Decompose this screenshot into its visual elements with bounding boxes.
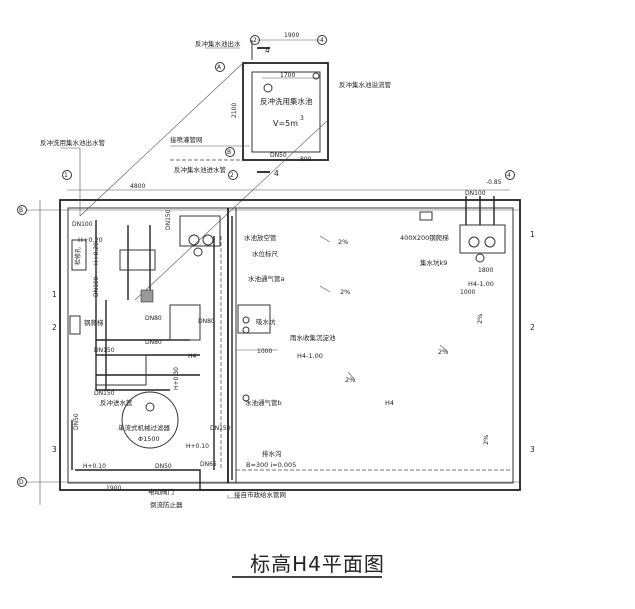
svg-text:水位标尺: 水位标尺 bbox=[252, 249, 279, 258]
svg-text:电动阀门: 电动阀门 bbox=[148, 487, 174, 496]
ladder-box bbox=[69, 315, 81, 335]
svg-text:400X200钢爬梯: 400X200钢爬梯 bbox=[400, 233, 449, 242]
svg-text:H+0.10: H+0.10 bbox=[186, 443, 209, 450]
backwash-pool-inset: 2 4 1900 1700 2100 反冲集水池出水 反冲集水池溢流管 反冲洗用… bbox=[170, 32, 392, 178]
svg-text:反冲进水管: 反冲进水管 bbox=[100, 398, 133, 407]
svg-text:DN80: DN80 bbox=[198, 318, 215, 325]
svg-text:DN80: DN80 bbox=[145, 315, 162, 322]
svg-text:3: 3 bbox=[300, 115, 304, 122]
drawing-caption: 标高H4平面图 bbox=[250, 552, 385, 576]
svg-text:2: 2 bbox=[530, 323, 535, 332]
svg-text:DN150: DN150 bbox=[94, 347, 115, 354]
svg-text:DN50: DN50 bbox=[73, 413, 80, 430]
svg-text:2: 2 bbox=[52, 323, 57, 332]
svg-text:反冲洗用集水池: 反冲洗用集水池 bbox=[260, 96, 313, 106]
svg-text:B: B bbox=[227, 149, 231, 156]
svg-text:吸水坑: 吸水坑 bbox=[256, 317, 276, 326]
svg-text:1900: 1900 bbox=[106, 485, 121, 492]
svg-text:检修孔: 检修孔 bbox=[74, 247, 82, 265]
svg-text:DN100: DN100 bbox=[72, 221, 93, 228]
svg-text:4: 4 bbox=[507, 172, 511, 179]
svg-text:H4-1.00: H4-1.00 bbox=[468, 280, 494, 288]
svg-text:H4: H4 bbox=[385, 399, 394, 407]
svg-text:H+0.20: H+0.20 bbox=[93, 242, 100, 265]
axis-bubble-2b bbox=[228, 170, 238, 180]
svg-text:3: 3 bbox=[530, 445, 535, 454]
svg-text:1900: 1900 bbox=[284, 32, 299, 39]
svg-text:2%: 2% bbox=[345, 376, 355, 384]
svg-text:H+0.20: H+0.20 bbox=[78, 236, 103, 244]
svg-text:4: 4 bbox=[265, 46, 270, 55]
svg-text:雨水收集沉淀池: 雨水收集沉淀池 bbox=[290, 333, 336, 342]
svg-text:1700: 1700 bbox=[280, 72, 295, 79]
svg-text:水池通气管b: 水池通气管b bbox=[245, 398, 282, 407]
svg-text:1: 1 bbox=[64, 172, 68, 179]
svg-text:DN150: DN150 bbox=[94, 390, 115, 397]
svg-text:D: D bbox=[19, 479, 24, 486]
axis-bubble-A-top bbox=[215, 62, 225, 72]
svg-text:2: 2 bbox=[253, 37, 257, 44]
svg-text:2%: 2% bbox=[340, 288, 350, 296]
svg-text:B: B bbox=[19, 207, 23, 214]
svg-text:2%: 2% bbox=[438, 348, 448, 356]
axis-bubble-B bbox=[17, 205, 27, 215]
svg-text:反冲集水池出水: 反冲集水池出水 bbox=[195, 39, 241, 48]
svg-text:3: 3 bbox=[52, 445, 57, 454]
svg-text:DN100: DN100 bbox=[465, 190, 486, 197]
svg-text:DN150: DN150 bbox=[210, 425, 231, 432]
svg-text:水池放空管: 水池放空管 bbox=[244, 233, 277, 242]
svg-text:DN50: DN50 bbox=[270, 152, 287, 159]
svg-text:2%: 2% bbox=[482, 435, 490, 445]
svg-text:H4-1.00: H4-1.00 bbox=[297, 352, 323, 360]
axis-bubble-1 bbox=[62, 170, 72, 180]
svg-text:倒流防止器: 倒流防止器 bbox=[150, 500, 183, 509]
svg-text:反冲集水池溢流管: 反冲集水池溢流管 bbox=[339, 80, 392, 89]
svg-text:4800: 4800 bbox=[130, 183, 145, 190]
svg-text:水池通气管a: 水池通气管a bbox=[248, 274, 285, 283]
svg-text:4: 4 bbox=[320, 37, 324, 44]
svg-text:2%: 2% bbox=[476, 314, 484, 324]
svg-text:H4: H4 bbox=[188, 353, 197, 360]
axis-bubble-D bbox=[17, 477, 27, 487]
svg-text:4: 4 bbox=[274, 169, 279, 178]
caption-underline bbox=[232, 576, 382, 578]
svg-text:800: 800 bbox=[300, 156, 312, 163]
svg-text:DN65: DN65 bbox=[200, 461, 217, 468]
svg-text:B=300 i=0.005: B=300 i=0.005 bbox=[246, 461, 296, 469]
svg-text:钢爬梯: 钢爬梯 bbox=[84, 318, 104, 327]
svg-text:反冲洗用集水池出水管: 反冲洗用集水池出水管 bbox=[40, 138, 106, 147]
svg-text:DN100: DN100 bbox=[93, 276, 100, 297]
svg-text:DN150: DN150 bbox=[165, 209, 172, 230]
filter-tank bbox=[121, 391, 179, 449]
svg-text:A: A bbox=[217, 64, 222, 71]
svg-text:1000: 1000 bbox=[460, 289, 475, 296]
svg-text:单流式机械过滤器: 单流式机械过滤器 bbox=[118, 423, 171, 432]
svg-text:H+0.10: H+0.10 bbox=[83, 463, 106, 470]
svg-text:2100: 2100 bbox=[231, 103, 238, 118]
svg-text:反冲集水池进水管: 反冲集水池进水管 bbox=[174, 165, 227, 174]
svg-text:DN80: DN80 bbox=[145, 339, 162, 346]
svg-text:2: 2 bbox=[230, 172, 234, 179]
svg-text:2%: 2% bbox=[338, 238, 348, 246]
svg-text:1: 1 bbox=[52, 290, 57, 299]
axis-bubble-4 bbox=[505, 170, 515, 180]
svg-text:接喷灌管网: 接喷灌管网 bbox=[170, 135, 203, 144]
svg-text:V=5m: V=5m bbox=[273, 119, 298, 128]
svg-text:1800: 1800 bbox=[478, 267, 493, 274]
svg-text:1000: 1000 bbox=[257, 348, 272, 355]
main-plan: 1 2 4 4800 -0.85 B D 1 2 3 1 2 3 钢爬梯 检修孔 bbox=[17, 138, 535, 509]
svg-text:集水坑k9: 集水坑k9 bbox=[420, 258, 447, 267]
svg-text:-0.85: -0.85 bbox=[486, 179, 502, 186]
svg-text:H+0.30: H+0.30 bbox=[173, 367, 180, 390]
svg-text:Φ1500: Φ1500 bbox=[138, 435, 160, 443]
axis-bubble-B-top bbox=[225, 147, 235, 157]
svg-text:1: 1 bbox=[530, 230, 535, 239]
svg-text:排水沟: 排水沟 bbox=[262, 449, 282, 458]
svg-text:DN50: DN50 bbox=[155, 463, 172, 470]
svg-text:接自市政给水管网: 接自市政给水管网 bbox=[234, 490, 286, 499]
